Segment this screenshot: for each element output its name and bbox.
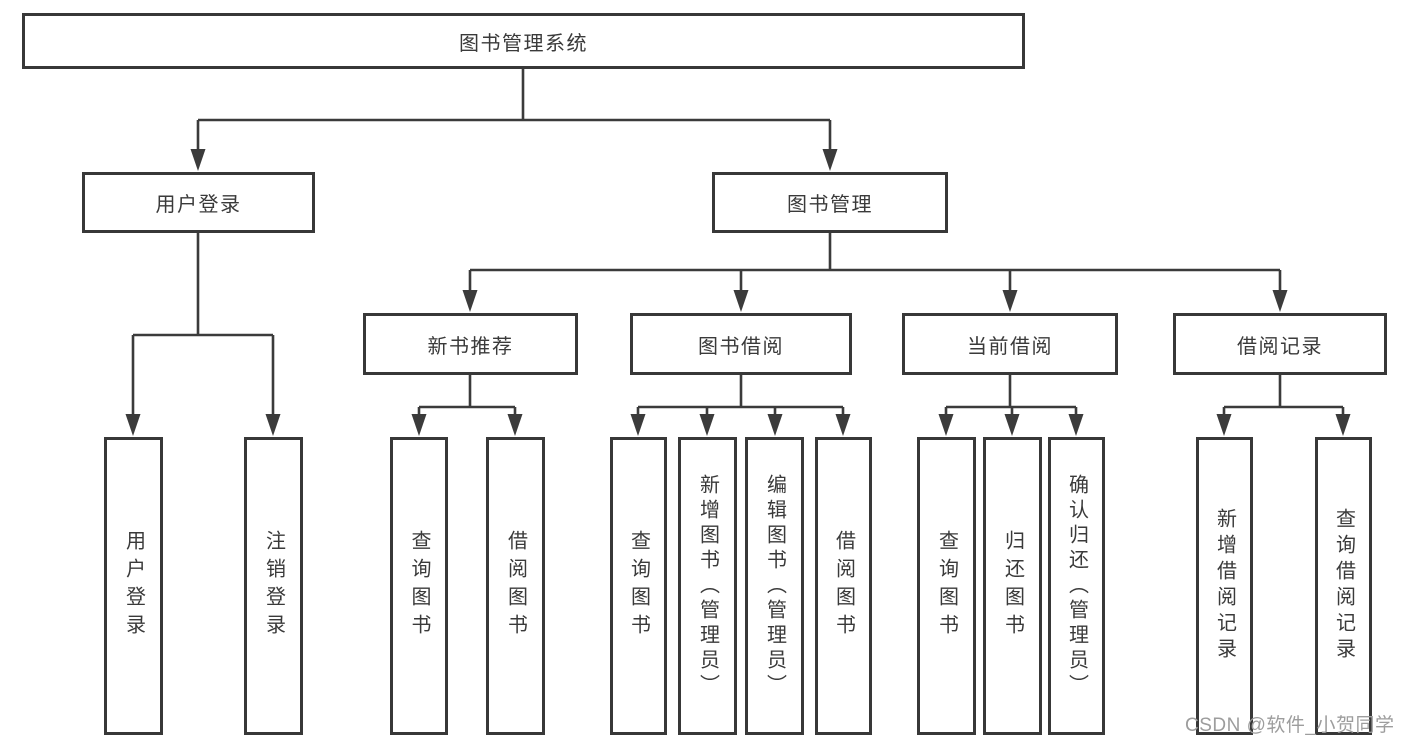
leaf-query-borrow-record: 查询借阅记录 — [1315, 437, 1372, 735]
leaf-edit-book-admin: 编辑图书（管理员） — [745, 437, 804, 735]
node-book-borrow-label: 图书借阅 — [698, 335, 784, 358]
arrowhead — [507, 414, 523, 436]
arrowhead — [462, 290, 478, 312]
arrowhead — [1068, 414, 1084, 436]
leaf-logout-label: 注销登录 — [262, 530, 285, 642]
leaf-borrow-books-2: 借阅图书 — [815, 437, 872, 735]
leaf-query-books-2: 查询图书 — [610, 437, 667, 735]
node-root: 图书管理系统 — [22, 13, 1025, 69]
arrowhead — [125, 414, 141, 436]
node-user-login: 用户登录 — [82, 172, 315, 233]
node-current-borrow: 当前借阅 — [902, 313, 1118, 375]
arrowhead — [938, 414, 954, 436]
node-book-borrow: 图书借阅 — [630, 313, 852, 375]
arrowhead — [265, 414, 281, 436]
node-new-book-recommend: 新书推荐 — [363, 313, 578, 375]
arrowhead — [1272, 290, 1288, 312]
arrowhead — [1335, 414, 1351, 436]
arrowhead — [699, 414, 715, 436]
leaf-user-login-label: 用户登录 — [122, 530, 145, 642]
leaf-add-borrow-record: 新增借阅记录 — [1196, 437, 1253, 735]
leaf-confirm-return-admin: 确认归还（管理员） — [1048, 437, 1105, 735]
leaf-query-books-3: 查询图书 — [917, 437, 976, 735]
arrowhead — [630, 414, 646, 436]
arrowhead — [733, 290, 749, 312]
node-user-login-label: 用户登录 — [155, 194, 242, 216]
csdn-watermark: CSDN @软件_小贺同学 — [1185, 715, 1395, 736]
node-root-label: 图书管理系统 — [459, 32, 588, 55]
arrowhead — [411, 414, 427, 436]
leaf-query-books-2-label: 查询图书 — [627, 530, 650, 642]
leaf-borrow-books-1-label: 借阅图书 — [504, 530, 527, 642]
leaf-edit-book-admin-label: 编辑图书（管理员） — [763, 473, 786, 699]
leaf-borrow-books-2-label: 借阅图书 — [832, 530, 855, 642]
leaf-confirm-return-admin-label: 确认归还（管理员） — [1065, 473, 1088, 699]
node-book-management: 图书管理 — [712, 172, 948, 233]
arrowhead — [190, 149, 206, 171]
node-new-book-recommend-label: 新书推荐 — [427, 335, 514, 358]
leaf-user-login: 用户登录 — [104, 437, 163, 735]
leaf-query-books-1: 查询图书 — [390, 437, 448, 735]
arrowhead — [1216, 414, 1232, 436]
node-borrow-records-label: 借阅记录 — [1237, 335, 1323, 358]
arrow-shafts — [131, 120, 1345, 418]
leaf-borrow-books-1: 借阅图书 — [486, 437, 545, 735]
leaf-return-books-label: 归还图书 — [1001, 530, 1024, 642]
leaf-query-borrow-record-label: 查询借阅记录 — [1332, 508, 1355, 664]
leaf-query-books-3-label: 查询图书 — [935, 530, 958, 642]
leaf-add-book-admin: 新增图书（管理员） — [678, 437, 737, 735]
leaf-add-book-admin-label: 新增图书（管理员） — [696, 473, 719, 699]
node-book-management-label: 图书管理 — [787, 194, 873, 216]
node-borrow-records: 借阅记录 — [1173, 313, 1387, 375]
leaf-add-borrow-record-label: 新增借阅记录 — [1213, 508, 1236, 664]
arrowhead — [1002, 290, 1018, 312]
leaf-logout: 注销登录 — [244, 437, 303, 735]
arrowhead — [822, 149, 838, 171]
arrowhead — [1004, 414, 1020, 436]
arrowhead — [835, 414, 851, 436]
node-current-borrow-label: 当前借阅 — [967, 335, 1053, 358]
leaf-return-books: 归还图书 — [983, 437, 1042, 735]
leaf-query-books-1-label: 查询图书 — [408, 530, 430, 642]
arrowhead — [767, 414, 783, 436]
